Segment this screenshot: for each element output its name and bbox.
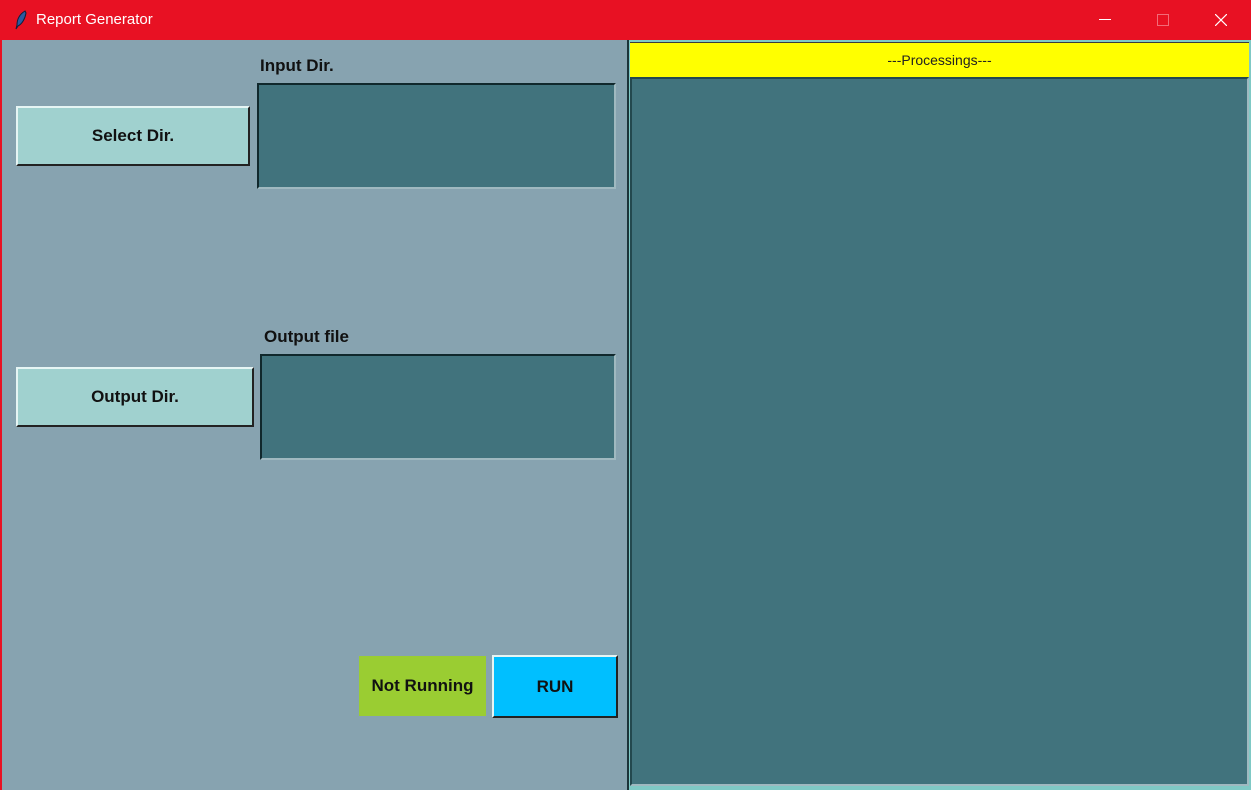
minimize-icon: [1099, 19, 1111, 20]
output-dir-button[interactable]: Output Dir.: [16, 367, 254, 427]
status-badge: Not Running: [359, 656, 486, 716]
processing-panel: ---Processings---: [627, 40, 1251, 790]
maximize-button[interactable]: [1134, 0, 1192, 40]
processing-header: ---Processings---: [630, 42, 1249, 77]
input-dir-field[interactable]: [257, 83, 616, 189]
processing-log[interactable]: [630, 77, 1249, 786]
close-icon: [1215, 14, 1227, 26]
input-dir-label: Input Dir.: [260, 56, 334, 75]
maximize-icon: [1157, 14, 1169, 26]
title-bar: Report Generator: [0, 0, 1251, 40]
main-window: Input Dir. Select Dir. Output file Outpu…: [2, 40, 1251, 790]
minimize-button[interactable]: [1076, 0, 1134, 40]
output-file-field[interactable]: [260, 354, 616, 460]
close-button[interactable]: [1192, 0, 1250, 40]
select-dir-button[interactable]: Select Dir.: [16, 106, 250, 166]
feather-icon: [14, 10, 28, 30]
window-title: Report Generator: [36, 11, 153, 28]
output-file-label: Output file: [264, 327, 349, 346]
run-button[interactable]: RUN: [492, 655, 618, 718]
